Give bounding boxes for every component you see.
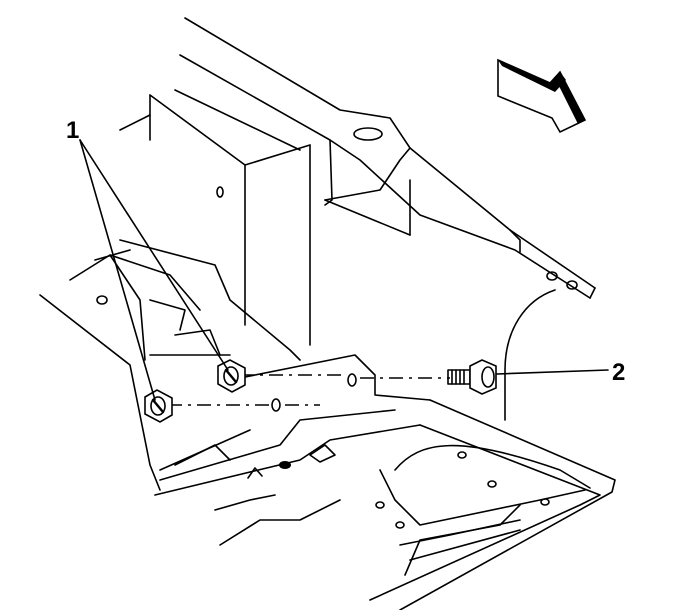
floor-pan [214, 399, 616, 610]
arrow-forward-icon [497, 58, 587, 134]
module-box [119, 94, 311, 346]
bolt-icon [447, 359, 497, 395]
nut-lower [144, 389, 173, 423]
body-panel [39, 239, 301, 491]
alignment-lines [168, 374, 450, 406]
mounting-bracket [154, 354, 431, 496]
nut-icon [144, 359, 246, 423]
frame-rail [174, 17, 596, 299]
wheel-well-arch [504, 289, 556, 421]
leader-lines [79, 139, 609, 401]
callout-1: 1 [66, 117, 79, 144]
nut-upper [217, 359, 246, 393]
callout-2: 2 [612, 359, 625, 386]
